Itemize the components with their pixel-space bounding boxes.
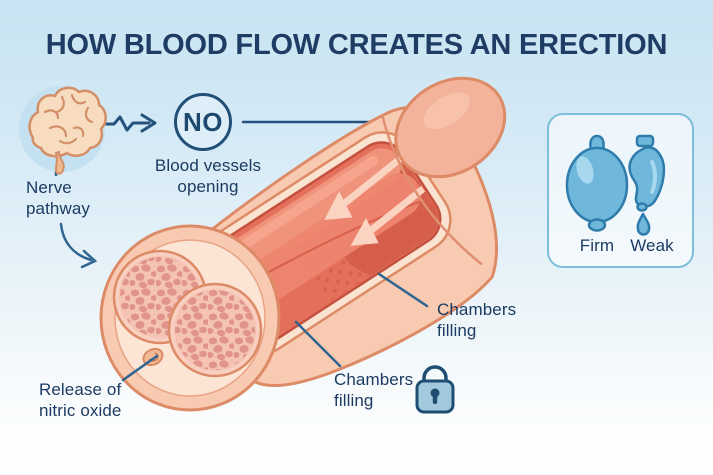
- blood-vessels-label: Blood vessels opening: [154, 156, 262, 196]
- release-leader-line: [121, 354, 159, 382]
- curved-arrow-head: [80, 249, 98, 269]
- firm-balloon-label: Firm: [579, 236, 615, 255]
- curved-arrow-icon: [59, 222, 93, 262]
- wavy-arrow-icon: [104, 113, 157, 133]
- tube-sheen: [217, 155, 379, 265]
- glans-highlight: [423, 92, 470, 130]
- chambers-filling-upper-label: Chambers filling: [437, 300, 517, 340]
- vessel-tube-1: [211, 148, 401, 285]
- blood-flow-arrow-icons: [324, 155, 432, 246]
- corpus-cavernosum-right: [167, 282, 263, 378]
- lock-icon: [415, 365, 455, 414]
- chambers-upper-leader-line: [377, 272, 429, 308]
- brain-icon: [19, 86, 107, 175]
- weak-balloon-icon: [628, 134, 666, 236]
- balloon-panel: [547, 113, 694, 268]
- penis-shaft: [191, 76, 507, 388]
- page-title: HOW BLOOD FLOW CREATES AN ERECTION: [45, 29, 668, 61]
- no-badge-text: NO: [183, 107, 223, 137]
- release-nitric-oxide-label: Release of nitric oxide: [39, 380, 122, 420]
- firm-balloon-icon: [565, 134, 629, 232]
- weak-balloon-label: Weak: [630, 236, 674, 255]
- glans: [394, 76, 507, 179]
- chambers-filling-lower-label: Chambers filling: [334, 370, 414, 410]
- chambers-lower-leader-line: [294, 320, 342, 368]
- corona-fold-line: [380, 114, 483, 266]
- nitric-oxide-badge: [174, 93, 232, 151]
- nerve-pathway-label: Nerve pathway: [26, 178, 91, 218]
